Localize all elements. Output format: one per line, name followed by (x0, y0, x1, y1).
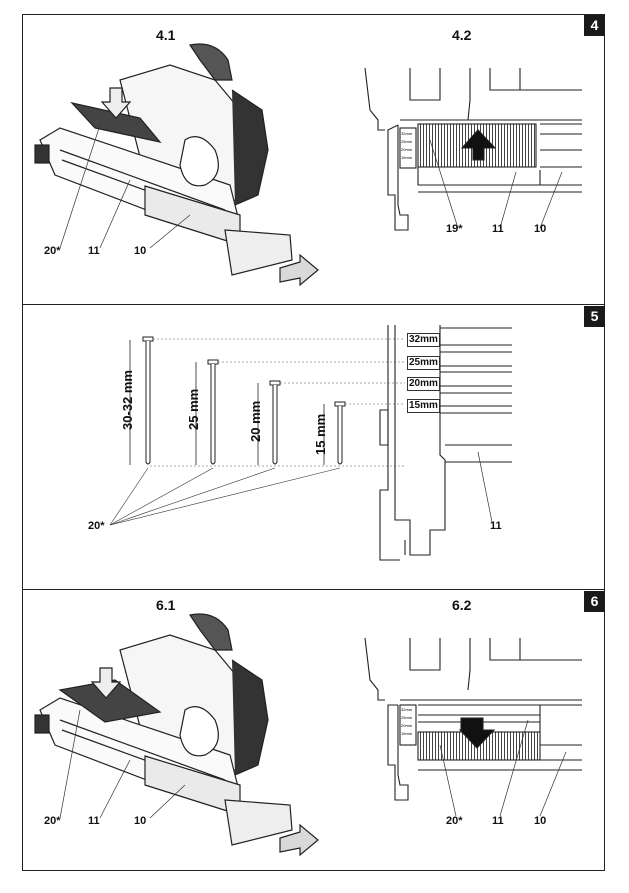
figure-title-4-2: 4.2 (452, 27, 472, 43)
nail-guide-lines (150, 338, 405, 467)
leader-line-11-4-2 (499, 171, 517, 229)
magazine-detail-6-2 (364, 637, 582, 801)
scale-mark-15mm: 15mm (407, 399, 440, 413)
callout-11-fig-4-1: 11 (88, 245, 100, 257)
leader-line-19-4-2 (429, 139, 459, 229)
callout-10-fig-4-1: 10 (134, 245, 147, 257)
nailer-illustration-4-1 (34, 43, 319, 287)
leader-line-11-6-2 (499, 719, 529, 817)
nailer-illustration-6-1 (34, 613, 319, 857)
leader-line-11-4-1 (99, 179, 131, 249)
brad-nails (142, 336, 346, 465)
figure-title-6-1: 6.1 (156, 597, 176, 613)
nail-length-30-32: 30-32 mm (120, 370, 135, 430)
leader-line-20-4-1 (59, 124, 101, 249)
nail-length-25: 25 mm (186, 388, 201, 430)
scale-marks-small-4-2: 32mm 25mm 20mm 15mm (401, 131, 413, 160)
scale-marks-small-6-2: 32mm 25mm 20mm 15mm (401, 707, 413, 736)
manual-page-frame (22, 14, 605, 871)
section-number-6: 6 (584, 591, 605, 612)
magazine-detail-4-2 (364, 67, 582, 231)
nail-leader-lines (109, 467, 341, 526)
nail-length-20: 20 mm (248, 400, 263, 442)
callout-20-fig-4-1: 20* (44, 245, 61, 257)
figure-title-4-1: 4.1 (156, 27, 176, 43)
callout-11-fig-4-2: 11 (492, 223, 504, 235)
leader-line-20-6-1 (59, 709, 81, 819)
section-number-5: 5 (584, 306, 605, 327)
section-number-4: 4 (584, 15, 605, 36)
leader-line-10-4-2 (539, 171, 563, 229)
leader-line-11-5 (477, 451, 493, 523)
section-divider-5-6 (22, 589, 605, 590)
callout-11-fig-6-2: 11 (492, 815, 504, 827)
callout-11-section-5: 11 (490, 520, 502, 532)
figure-title-6-2: 6.2 (452, 597, 472, 613)
scale-mark-32mm: 32mm (407, 333, 440, 347)
callout-10-fig-6-2: 10 (534, 815, 547, 827)
leader-line-10-6-1 (149, 784, 186, 819)
callout-20-fig-6-1: 20* (44, 815, 61, 827)
callout-20-section-5: 20* (88, 520, 105, 532)
dimension-lines (129, 340, 325, 465)
callout-20-fig-6-2: 20* (446, 815, 463, 827)
scale-mark-20mm: 20mm (407, 377, 440, 391)
section-divider-4-5 (22, 304, 605, 305)
callout-10-fig-4-2: 10 (534, 223, 547, 235)
leader-line-10-4-1 (149, 214, 191, 249)
scale-mark-25mm: 25mm (407, 356, 440, 370)
callout-10-fig-6-1: 10 (134, 815, 147, 827)
nail-length-15: 15 mm (313, 413, 328, 455)
magazine-side-view-5 (379, 325, 512, 561)
leader-line-10-6-2 (539, 751, 567, 817)
leader-line-11-6-1 (99, 759, 131, 819)
callout-19-fig-4-2: 19* (446, 223, 463, 235)
callout-11-fig-6-1: 11 (88, 815, 100, 827)
leader-line-20-6-2 (439, 744, 457, 817)
